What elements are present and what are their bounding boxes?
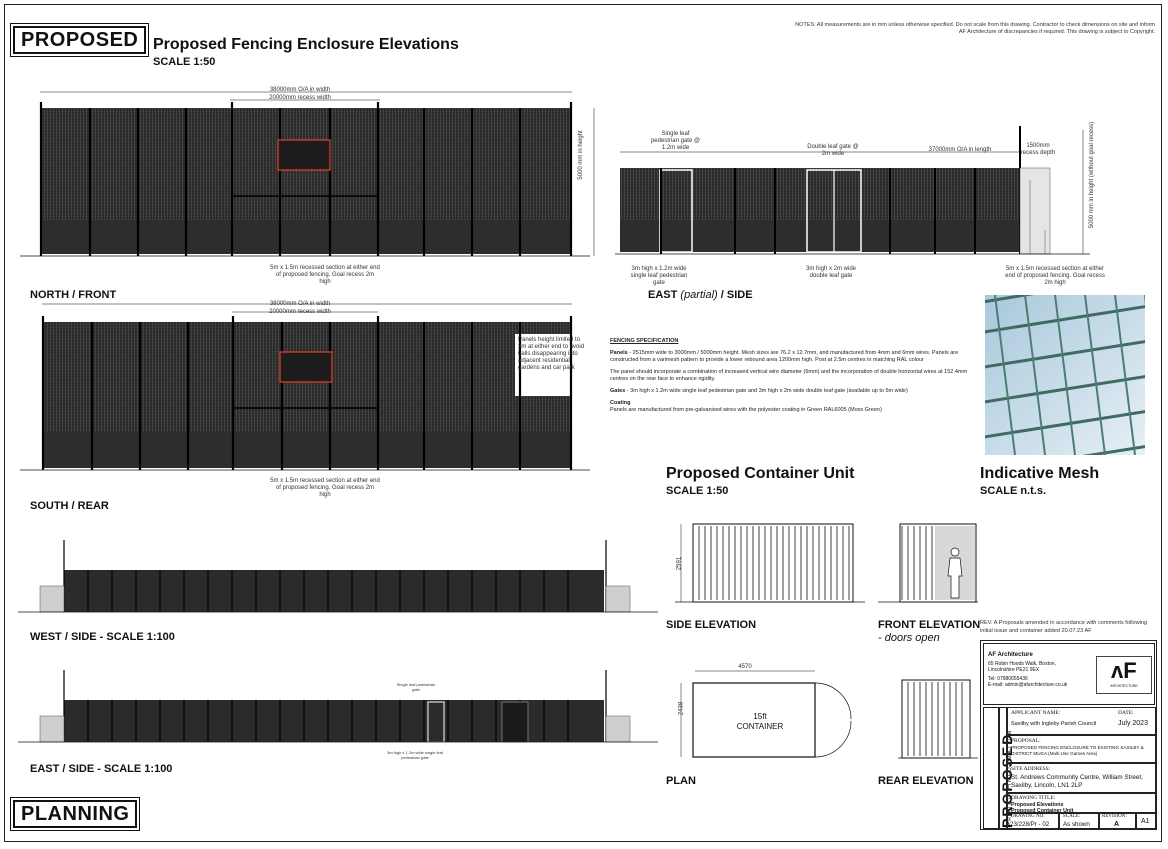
- site-row: SITE ADDRESS: St. Andrews Community Cent…: [1007, 763, 1156, 793]
- container-front-elevation: [878, 523, 978, 603]
- side-project-info: PROJECT INFORMATION: [999, 707, 1013, 829]
- front-elevation-label: FRONT ELEVATION: [878, 619, 981, 631]
- firm-panel: AF Architecture 65 Robin Hoods Walk, Bos…: [983, 643, 1155, 705]
- container-dim-length: 4570: [738, 664, 752, 670]
- drawing-scale: As shown: [1063, 821, 1090, 828]
- mesh-title: Indicative Mesh: [980, 465, 1100, 482]
- firm-address: 65 Robin Hoods Walk, Boston,Lincolnshire…: [988, 661, 1068, 688]
- east-gate-note: Single leaf pedestrian gate: [396, 682, 436, 692]
- side-elevation-label: SIDE ELEVATION: [666, 619, 757, 631]
- container-plan: [680, 670, 852, 758]
- container-dim-width: 2438: [678, 701, 685, 716]
- rear-elevation-label: REAR ELEVATION: [878, 775, 974, 787]
- applicant-row: APPLICANT NAME: DATE: Saxilby with Ingle…: [1007, 707, 1156, 735]
- paper-size: A1: [1141, 818, 1150, 825]
- west-elevation-drawing: [18, 540, 658, 613]
- east-gate-caption: 3m high x 1.2m wide single leaf pedestri…: [387, 750, 443, 760]
- notes-text: NOTES: All measurements are in mm unless…: [795, 22, 1155, 35]
- firm-name: AF Architecture: [988, 652, 1033, 658]
- east-cap-recess: 5m x 1.5m recessed section at either end…: [1005, 266, 1105, 286]
- north-elevation-drawing: [20, 91, 595, 257]
- proposal-text: PROPOSED FENCING ENCLOSURE TO EXISTING S…: [1011, 745, 1144, 756]
- proposal-row: PROPOSAL: PROPOSED FENCING ENCLOSURE TO …: [1007, 735, 1156, 763]
- south-dim-overall: 38000mm O/A in width: [269, 301, 331, 307]
- revision-letter: A: [1114, 821, 1120, 828]
- north-front-label: NORTH / FRONT: [30, 289, 117, 301]
- paper-size-cell: A1: [1136, 813, 1156, 829]
- container-scale: SCALE 1:50: [666, 485, 729, 497]
- south-note: Panels height limited to 3m at either en…: [518, 337, 585, 371]
- west-side-label: WEST / SIDE - SCALE 1:100: [30, 631, 175, 643]
- side-stamp: PROPOSED: [983, 707, 1015, 829]
- container-side-elevation: [675, 523, 865, 603]
- east-dim-double-gate: Double leaf gate @ 2m wide: [807, 144, 859, 157]
- proposed-stamp: PROPOSED: [9, 23, 150, 57]
- south-elevation-drawing: [20, 303, 590, 471]
- east-dim-overall: 37000mm O/A in length: [928, 147, 992, 153]
- revision-cell: REVISION: A: [1099, 813, 1136, 829]
- container-dim-height: 2591: [676, 556, 683, 571]
- drawing-number: 23/228/Pr - 02: [1010, 821, 1050, 828]
- east-dim-recess: 1500mm recess depth: [1020, 143, 1056, 156]
- container-title: Proposed Container Unit: [666, 465, 855, 482]
- af-logo-icon: ʌF: [1111, 658, 1137, 683]
- plan-label: PLAN: [666, 775, 696, 787]
- container-rear-elevation: [898, 679, 978, 759]
- site-address: St. Andrews Community Centre, William St…: [1011, 774, 1143, 789]
- scale-cell: SCALE: As shown: [1059, 813, 1099, 829]
- south-caption: 5m x 1.5m recessed section at either end…: [270, 478, 380, 498]
- main-scale: SCALE 1:50: [153, 56, 216, 68]
- east-cap-double-gate: 3m high x 2m wide double leaf gate: [805, 266, 857, 279]
- east-cap-single-gate: 3m high x 1.2m wide single leaf pedestri…: [630, 266, 688, 286]
- east-partial-elevation-drawing: [615, 126, 1090, 255]
- planning-stamp: PLANNING: [9, 797, 141, 831]
- drawing-sheet: [4, 4, 1162, 842]
- east-dim-single-gate: Single leaf pedestrian gate @ 1.2m wide: [650, 131, 701, 151]
- east-partial-label: EAST (partial) / SIDE: [648, 289, 753, 301]
- title-block: AF Architecture 65 Robin Hoods Walk, Bos…: [980, 640, 1157, 830]
- north-dim-height: 5000 mm in height: [578, 130, 584, 180]
- north-dim-recess: 20000mm recess width: [269, 95, 331, 101]
- indicative-mesh-image: [985, 295, 1145, 455]
- east-elevation-drawing: [18, 670, 658, 743]
- east-dim-height: 5000 mm in height (without goal recess): [1089, 121, 1095, 229]
- doors-open-label: - doors open: [878, 632, 940, 644]
- south-rear-label: SOUTH / REAR: [30, 500, 109, 512]
- firm-logo: ʌF ARCHITECTURE: [1096, 656, 1152, 694]
- spec-heading: FENCING SPECIFICATION: [610, 338, 679, 344]
- applicant-name: Saxilby with Ingleby Parish Council: [1011, 721, 1097, 727]
- mesh-scale: SCALE n.t.s.: [980, 485, 1047, 497]
- main-title: Proposed Fencing Enclosure Elevations: [153, 36, 459, 53]
- revision-note: REV. A Proposals amended in accordance w…: [980, 620, 1148, 634]
- north-dim-overall: 38000mm O/A in width: [269, 87, 331, 93]
- drawing-no-cell: DRAWING NO: 23/228/Pr - 02: [1007, 813, 1059, 829]
- north-caption: 5m x 1.5m recessed section at either end…: [270, 265, 380, 285]
- fencing-specification: FENCING SPECIFICATION Panels - 2515mm wi…: [610, 338, 968, 413]
- south-dim-recess: 20000mm recess width: [269, 309, 331, 315]
- east-side-label: EAST / SIDE - SCALE 1:100: [30, 763, 173, 775]
- drawing-date: July 2023: [1118, 720, 1148, 727]
